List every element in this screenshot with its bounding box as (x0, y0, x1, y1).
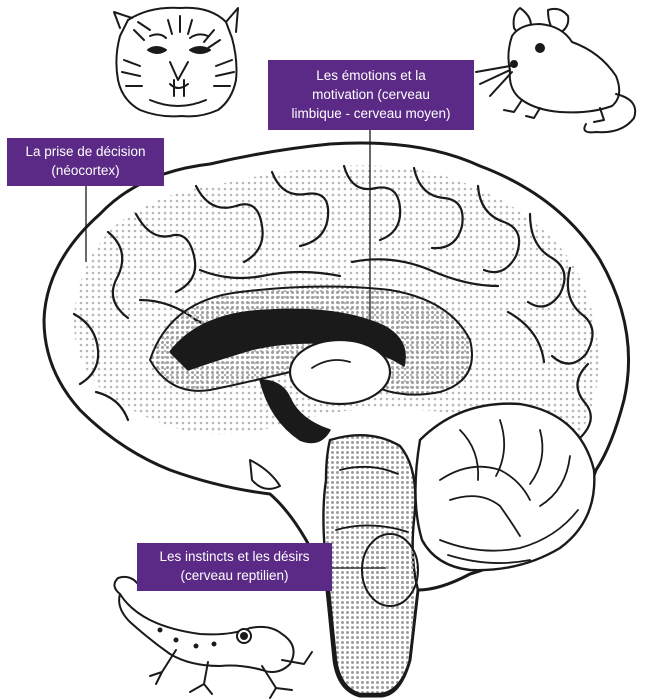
lizard-illustration (113, 575, 313, 699)
label-neocortex-line-1: La prise de décision (25, 144, 146, 159)
tiger-head-illustration (113, 6, 239, 118)
leader-lines (85, 130, 386, 569)
label-reptilian-line-2: (cerveau reptilien) (180, 568, 289, 583)
label-limbic-line-2: motivation (cerveau (312, 87, 430, 102)
label-reptilian-brain: Les instincts et les désirs (cerveau rep… (137, 543, 332, 591)
label-limbic-line-3: limbique - cerveau moyen) (291, 106, 451, 121)
brain-cross-section-illustration (42, 141, 631, 698)
mouse-illustration (475, 7, 637, 134)
label-limbic-system: Les émotions et la motivation (cerveau l… (268, 60, 474, 130)
label-neocortex: La prise de décision (néocortex) (7, 138, 164, 186)
label-neocortex-line-2: (néocortex) (51, 163, 120, 178)
label-reptilian-line-1: Les instincts et les désirs (159, 549, 310, 564)
label-limbic-line-1: Les émotions et la (316, 68, 426, 83)
